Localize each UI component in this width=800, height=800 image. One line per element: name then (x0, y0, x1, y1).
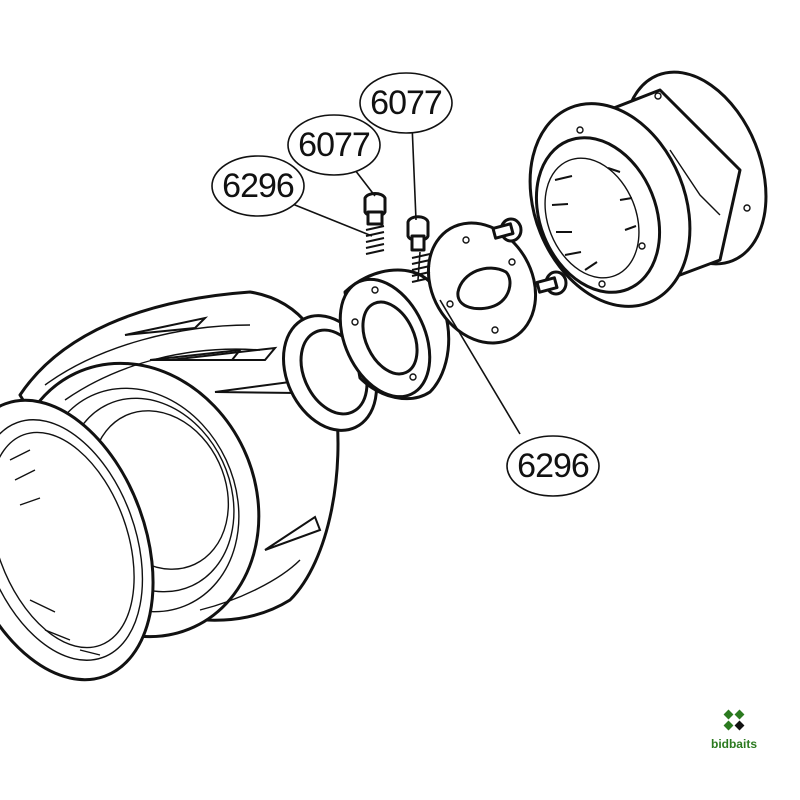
screw-top (491, 217, 523, 243)
callout-6077-left: 6077 (287, 114, 381, 176)
bidbaits-logo-icon (723, 709, 745, 731)
callout-6077-right: 6077 (359, 72, 453, 134)
pin-assembly-right (406, 215, 431, 283)
callout-6296-left-label: 6296 (222, 167, 294, 205)
retainer-plate (426, 221, 538, 345)
flange-housing (528, 70, 768, 308)
callout-6296-lower-label: 6296 (517, 447, 589, 485)
callout-6077-left-label: 6077 (298, 126, 370, 164)
callout-6296-left: 6296 (211, 155, 305, 217)
callout-6077-right-label: 6077 (370, 84, 442, 122)
callout-6296-lower: 6296 (506, 435, 600, 497)
clutch-ring (338, 268, 451, 400)
bidbaits-logo: bidbaits (711, 709, 757, 751)
leader-lines (289, 123, 521, 435)
screw-bottom (535, 270, 568, 296)
logo-text: bidbaits (711, 737, 757, 751)
spool-front-lip (0, 398, 155, 682)
pin-assembly-left (363, 192, 387, 255)
